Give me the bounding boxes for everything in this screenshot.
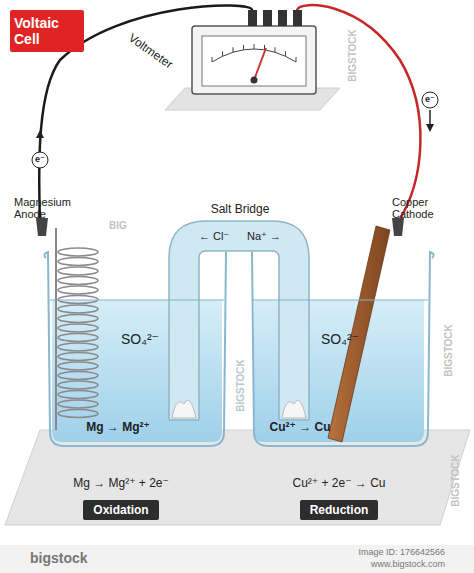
coil-winding	[58, 324, 98, 332]
coil-winding	[58, 410, 98, 418]
label: Magnesium Anode	[14, 196, 84, 220]
coil-winding	[58, 362, 98, 370]
coil-winding	[58, 286, 98, 294]
alligator-clip	[392, 218, 404, 236]
label: Cu²⁺ → Cu	[270, 421, 331, 434]
coil-winding	[58, 305, 98, 313]
label: SO₄²⁻	[121, 332, 159, 347]
label: e⁻	[425, 95, 435, 105]
reaction-type-box: Reduction	[300, 500, 379, 520]
coil-winding	[58, 343, 98, 351]
tick	[254, 44, 255, 49]
meter-face	[202, 36, 306, 86]
red-wire	[297, 5, 420, 222]
reaction-type-box: Oxidation	[83, 500, 158, 520]
beaker-glass	[252, 252, 434, 446]
electron-circle	[32, 152, 48, 168]
tick	[275, 47, 276, 52]
watermark: BIG	[109, 220, 127, 231]
box-label: Oxidation	[93, 503, 148, 517]
label: e⁻	[35, 155, 45, 165]
coil-winding	[58, 258, 98, 266]
tick	[233, 47, 234, 52]
coil-winding	[58, 277, 98, 285]
meter-ticks	[212, 44, 296, 62]
terminal	[248, 10, 257, 26]
watermark: BIGSTOCK	[346, 29, 357, 82]
salt-bridge-tube	[184, 236, 294, 420]
table-platform	[5, 430, 470, 525]
title-box: Voltaic Cell	[10, 10, 84, 52]
terminal	[278, 10, 287, 26]
watermark: BIGSTOCK	[442, 324, 453, 377]
salt-bridge-end	[169, 419, 199, 421]
cotton-plug	[172, 400, 196, 418]
tick	[212, 57, 213, 62]
label: Copper Cathode	[392, 196, 454, 220]
label: SO₄²⁻	[321, 332, 359, 347]
watermark: BIGSTOCK	[449, 454, 460, 507]
coil-winding	[58, 248, 98, 256]
liquid-surface	[252, 300, 428, 301]
magnesium-rod	[55, 228, 57, 430]
coil-winding	[58, 353, 98, 361]
alligator-clip	[36, 218, 48, 236]
meter-scale	[212, 49, 296, 62]
coil-winding	[58, 372, 98, 380]
coil-winding	[58, 267, 98, 275]
box-label: Reduction	[310, 503, 369, 517]
label: Voltmeter	[125, 32, 174, 72]
arrowhead	[426, 124, 434, 132]
footer-text: bigstock	[30, 551, 88, 566]
label: Mg → Mg²⁺ + 2e⁻	[73, 477, 169, 490]
terminal	[263, 10, 272, 26]
label: ← Cl⁻	[199, 230, 229, 242]
tick	[243, 45, 244, 50]
tick	[296, 57, 297, 62]
footer-text: Image ID: 176642566	[358, 548, 445, 558]
meter-needle	[254, 48, 266, 80]
coil-winding	[58, 315, 98, 323]
coil-winding	[58, 334, 98, 342]
needle-pivot	[251, 77, 258, 84]
footer-text: www.bigstock.com	[371, 560, 445, 570]
label: Cu²⁺ + 2e⁻ → Cu	[292, 477, 385, 490]
electron-circle	[422, 92, 438, 108]
electron-arrow	[39, 136, 41, 150]
coil-winding	[58, 391, 98, 399]
terminal	[293, 10, 302, 26]
tick	[285, 51, 286, 56]
watermark: BIGSTOCK	[234, 359, 245, 412]
coil-winding	[58, 381, 98, 389]
liquid-surface	[50, 300, 224, 301]
tick	[222, 51, 223, 56]
label: Na⁺ →	[247, 230, 281, 242]
coil-winding	[58, 400, 98, 408]
beaker-glass	[44, 252, 226, 446]
arrowhead	[36, 130, 44, 138]
title: Voltaic Cell	[14, 15, 80, 47]
label: Salt Bridge	[211, 203, 270, 216]
label: Mg → Mg²⁺	[86, 421, 150, 434]
electron-arrow	[429, 110, 431, 126]
salt-bridge-outline	[169, 221, 309, 420]
cotton-plug	[282, 400, 306, 418]
magnesium-coil	[58, 248, 98, 418]
footer-bar	[0, 545, 474, 573]
meter-body	[192, 26, 316, 94]
